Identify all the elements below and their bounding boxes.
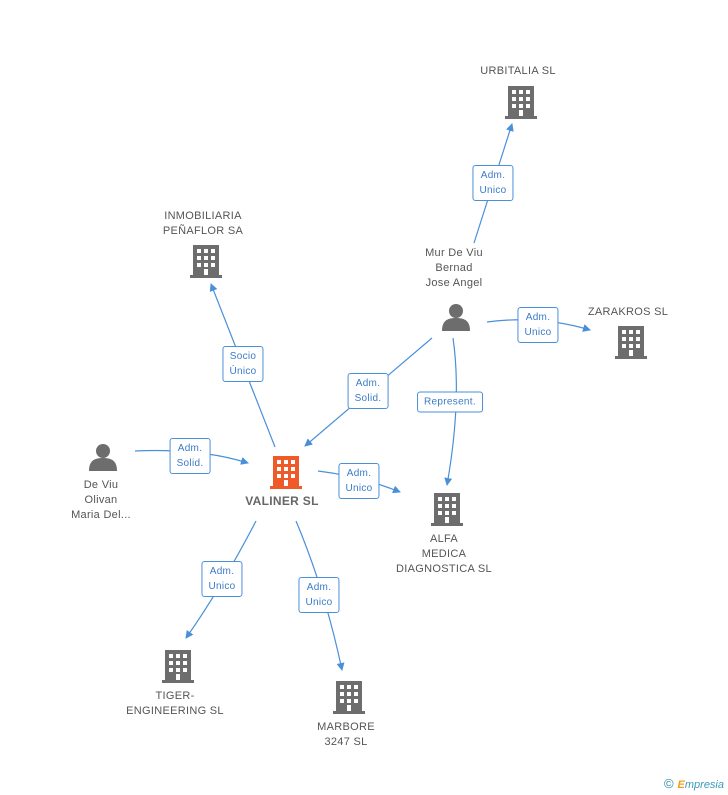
zarakros-building-icon[interactable]	[615, 326, 647, 359]
alfa-label-line3: DIAGNOSTICA SL	[396, 563, 492, 575]
deviu-label-line2: Olivan	[84, 494, 118, 506]
valiner-building-icon[interactable]	[270, 456, 302, 489]
mur-label-line1: Mur De Viu	[425, 247, 483, 259]
edge-label-line1: Adm.	[209, 566, 235, 577]
edge-label-line2: Solid.	[354, 393, 382, 404]
inmobiliaria-label-line2: PEÑAFLOR SA	[162, 225, 244, 237]
edge-label-line1: Represent.	[424, 396, 476, 408]
empresia-logo[interactable]: ©Empresia	[664, 776, 724, 791]
inmobiliaria-label[interactable]: INMOBILIARIA PEÑAFLOR SA	[163, 209, 243, 239]
edge-label-line2: Unico	[208, 581, 236, 592]
edge-label-line2: Unico	[305, 597, 333, 608]
mur-label-line2: Bernad	[435, 262, 473, 274]
alfa-building-icon[interactable]	[431, 493, 463, 526]
deviu-label-line3: Maria Del...	[71, 509, 131, 521]
inmobiliaria-building-icon[interactable]	[190, 245, 222, 278]
edge-label-line2: Solid.	[176, 458, 204, 469]
marbore-label-line1: MARBORE	[317, 721, 375, 733]
edge-label-mur-urbitalia[interactable]: Adm. Unico	[472, 165, 514, 201]
edge-label-deviu-valiner[interactable]: Adm. Solid.	[169, 438, 211, 474]
marbore-label[interactable]: MARBORE 3247 SL	[317, 720, 375, 750]
edge-label-line2: Unico	[479, 185, 507, 196]
edge-label-line1: Adm.	[480, 170, 506, 181]
tiger-label-line2: ENGINEERING SL	[126, 705, 224, 717]
zarakros-label[interactable]: ZARAKROS SL	[587, 306, 669, 318]
inmobiliaria-label-line1: INMOBILIARIA	[164, 210, 242, 222]
alfa-label-line1: ALFA	[429, 533, 459, 545]
marbore-label-line2: 3247 SL	[324, 736, 368, 748]
edge-label-line2: Unico	[524, 327, 552, 338]
edge-label-line1: Adm.	[525, 312, 551, 323]
valiner-label[interactable]: VALINER SL	[245, 494, 319, 508]
tiger-building-icon[interactable]	[162, 650, 194, 683]
deviu-label-line1: De Viu	[83, 479, 119, 491]
edge-label-line1: Adm.	[346, 468, 372, 479]
edge-label-line1: Socio	[229, 351, 257, 362]
alfa-label-line2: MEDICA	[421, 548, 467, 560]
mur-person-icon[interactable]	[442, 304, 470, 331]
deviu-label[interactable]: De Viu Olivan Maria Del...	[71, 478, 131, 523]
edge-label-line1: Adm.	[306, 582, 332, 593]
tiger-label-line1: TIGER-	[155, 690, 195, 702]
edge-label-valiner-alfa[interactable]: Adm. Unico	[338, 463, 380, 499]
edge-label-line2: Único	[229, 366, 257, 377]
alfa-label[interactable]: ALFA MEDICA DIAGNOSTICA SL	[396, 532, 492, 577]
mur-label-line3: Jose Angel	[425, 277, 483, 289]
edge-label-mur-alfa[interactable]: Represent.	[417, 391, 483, 413]
edge-label-valiner-marbore[interactable]: Adm. Unico	[298, 577, 340, 613]
edge-label-mur-valiner[interactable]: Adm. Solid.	[347, 373, 389, 409]
edge-label-line1: Adm.	[355, 378, 381, 389]
tiger-label[interactable]: TIGER- ENGINEERING SL	[126, 689, 224, 719]
edge-label-mur-zarakros[interactable]: Adm. Unico	[517, 307, 559, 343]
mur-label[interactable]: Mur De Viu Bernad Jose Angel	[425, 246, 483, 291]
edge-label-line2: Unico	[345, 483, 373, 494]
marbore-building-icon[interactable]	[333, 681, 365, 714]
brand-name: Empresia	[677, 779, 724, 791]
deviu-person-icon[interactable]	[89, 444, 117, 471]
edge-label-valiner-tiger[interactable]: Adm. Unico	[201, 561, 243, 597]
edge-label-valiner-inmobiliaria[interactable]: Socio Único	[222, 346, 264, 382]
edge-label-line1: Adm.	[177, 443, 203, 454]
urbitalia-label[interactable]: URBITALIA SL	[480, 65, 556, 77]
copyright-icon: ©	[663, 776, 674, 791]
urbitalia-building-icon[interactable]	[505, 86, 537, 119]
